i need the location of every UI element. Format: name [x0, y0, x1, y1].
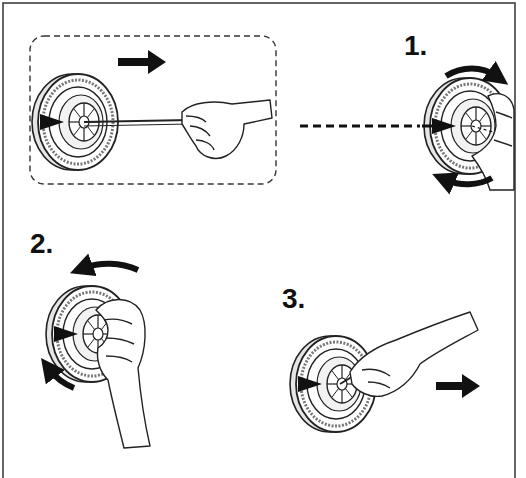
callout-number: 1.: [404, 32, 427, 60]
rotation-arrow: [446, 69, 496, 77]
hand: [472, 94, 514, 190]
rotation-arrow: [50, 370, 74, 388]
pull-arrow: [118, 50, 166, 74]
rotation-arrow: [84, 264, 138, 270]
callout-number: 2.: [30, 230, 53, 258]
rotation-arrow: [446, 178, 492, 184]
hand: [84, 100, 272, 158]
callout-number: 3.: [282, 285, 305, 313]
insert-arrow: [300, 125, 420, 128]
pull-arrow: [436, 374, 480, 398]
inset-panel: [30, 36, 276, 184]
hand: [96, 300, 150, 449]
frame: [3, 3, 515, 478]
insert-arrow-head: [422, 125, 436, 128]
